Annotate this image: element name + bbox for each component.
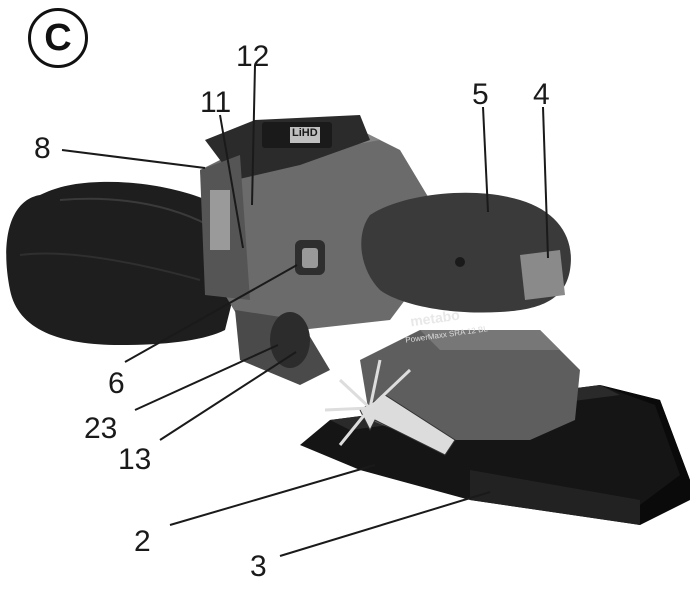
front-grip [361,192,571,313]
callout-23: 23 [84,412,118,445]
callout-13: 13 [118,443,152,476]
leader-8 [61,149,206,169]
leader-3 [279,491,491,557]
leader-12 [251,64,256,206]
callout-5: 5 [472,78,489,111]
callout-4: 4 [533,78,550,111]
leader-23 [134,344,279,411]
callout-12: 12 [236,40,270,73]
leader-11 [219,114,244,249]
leader-4 [542,106,549,259]
callout-3: 3 [250,550,267,583]
battery-label: LiHD [292,127,318,139]
leader-6 [124,264,298,363]
callout-11: 11 [200,86,232,119]
leader-13 [159,351,297,441]
pad-housing [360,330,580,440]
leader-5 [482,106,489,213]
callout-6: 6 [108,367,125,400]
callout-8: 8 [34,132,51,165]
leader-2 [169,464,376,526]
callout-2: 2 [134,525,151,558]
figure-badge: C [28,8,88,68]
